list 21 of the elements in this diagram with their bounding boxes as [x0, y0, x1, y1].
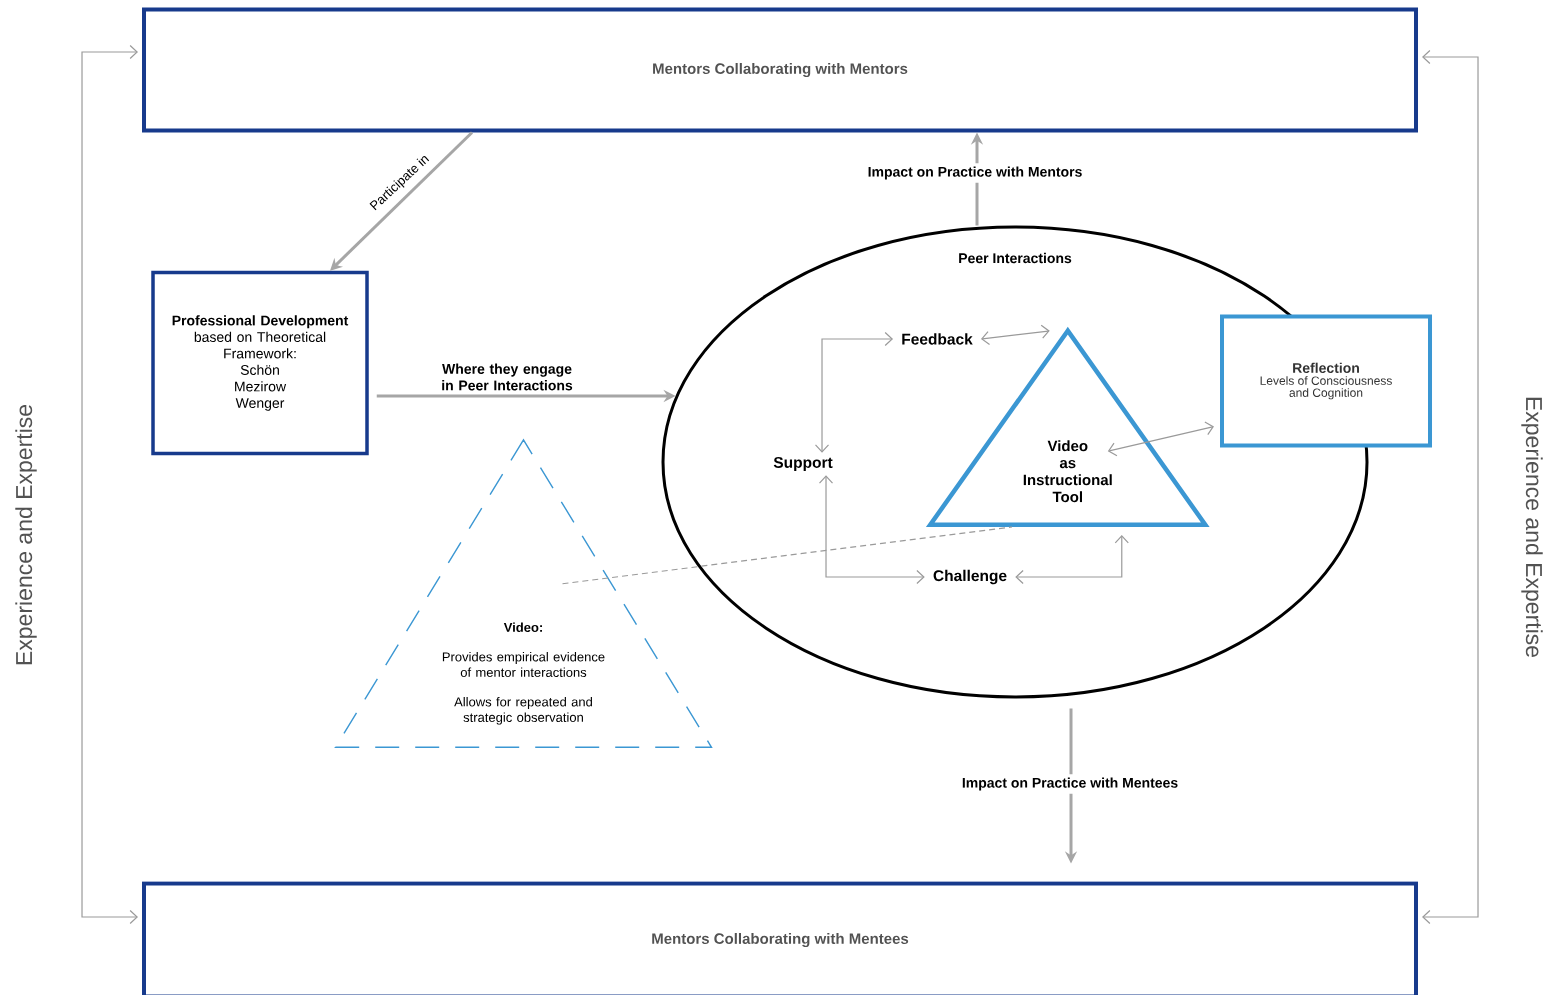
arrow — [1015, 535, 1129, 585]
process-box: Mentors Collaborating with Mentors — [142, 7, 1418, 133]
arrow — [81, 44, 138, 925]
arrow — [980, 324, 1050, 346]
arrow — [814, 331, 894, 453]
arrow — [1107, 421, 1214, 457]
edge-label: Where they engage in Peer Interactions — [442, 363, 573, 391]
arrow — [1422, 49, 1479, 925]
edge-label: Impact on Practice with Mentors — [864, 163, 1086, 183]
concept-label: Challenge — [933, 569, 1007, 585]
connector-line — [561, 526, 1013, 585]
arrow — [330, 131, 474, 271]
arrow — [818, 475, 925, 585]
edge-label: Impact on Practice with Mentees — [958, 774, 1182, 794]
edge-label: Experience and Expertise — [1521, 397, 1543, 657]
process-box: Professional Development based on Theoretical Framework: Schön Mezirow Wenger — [151, 270, 369, 456]
concept-label: Feedback — [902, 333, 973, 345]
concept-label: Support — [773, 457, 833, 471]
reflection-box: Reflection Levels of Consciousness and Cognition — [1220, 314, 1432, 448]
process-box: Mentors Collaborating with Mentees — [142, 881, 1418, 995]
edge-label: Experience and Expertise — [15, 405, 37, 665]
